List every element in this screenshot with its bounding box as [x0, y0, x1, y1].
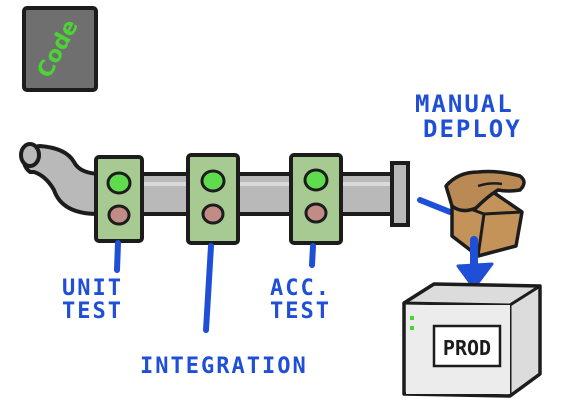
arrow-down-icon — [456, 236, 494, 290]
traffic-light-icon — [186, 153, 240, 245]
integration-label: INTEGRATION — [140, 355, 308, 378]
traffic-light-icon — [289, 153, 343, 245]
server-icon: PROD — [402, 282, 542, 398]
unit-test-label-line-2: TEST — [62, 299, 123, 325]
manual-deploy-label: MANUAL DEPLOY — [415, 90, 522, 144]
manual-deploy-label-line-2: DEPLOY — [423, 115, 522, 144]
integration-label-line-1: INTEGRATION — [140, 354, 308, 379]
stage-connectors — [114, 240, 316, 333]
unit-test-label: UNIT TEST — [62, 277, 123, 323]
acceptance-test-label: ACC. TEST — [270, 277, 331, 323]
prod-label: PROD — [443, 336, 491, 360]
code-box: Code — [22, 6, 98, 92]
manual-deploy-label-line-1: MANUAL — [415, 90, 514, 118]
traffic-light-icon — [94, 155, 144, 243]
acceptance-test-label-line-2: TEST — [270, 299, 331, 325]
hand-icon — [444, 169, 526, 213]
unit-test-label-line-1: UNIT — [62, 276, 123, 301]
connector-arrow — [417, 197, 453, 215]
acceptance-test-label-line-1: ACC. — [270, 276, 331, 301]
